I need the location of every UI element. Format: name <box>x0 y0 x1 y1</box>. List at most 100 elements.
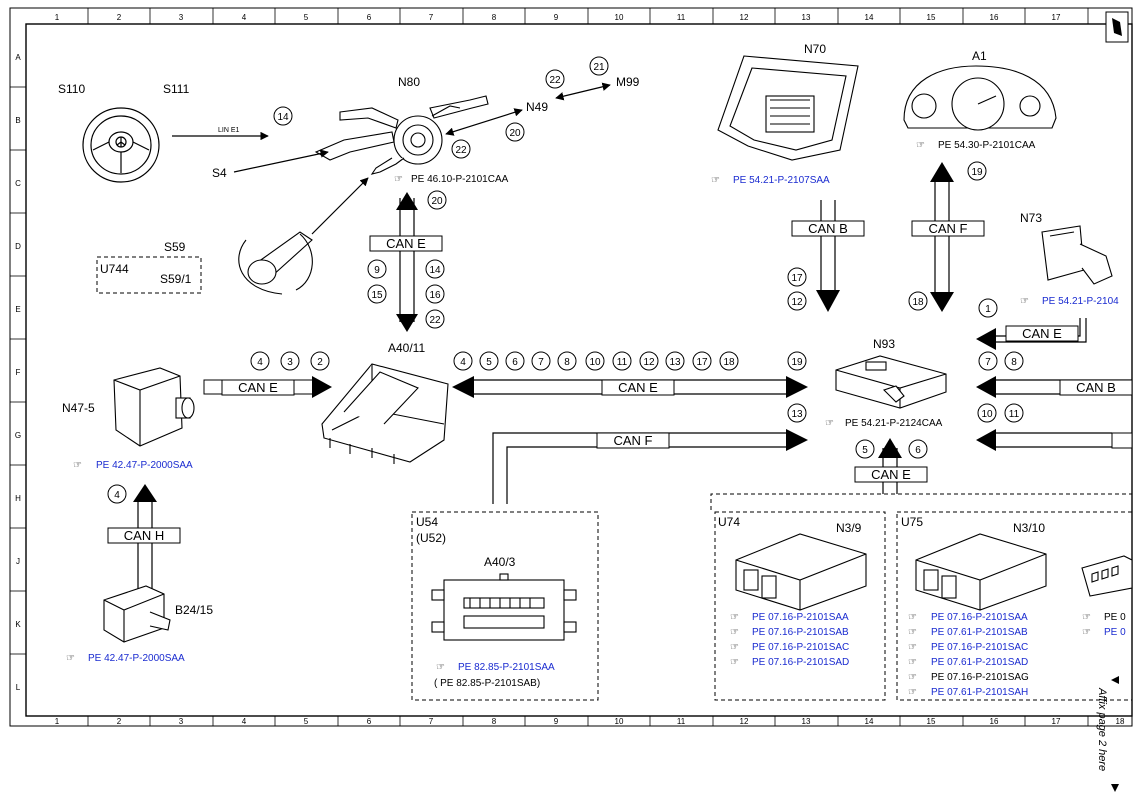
hand-ref-icon: ☞ <box>711 175 720 186</box>
col-label: 2 <box>117 13 122 22</box>
label-a40-11: A40/11 <box>388 341 425 355</box>
label-s59: S59 <box>164 240 186 254</box>
hand-ref-icon: ☞ <box>73 460 82 471</box>
col-label: 16 <box>990 13 999 22</box>
ref-link[interactable]: PE 07.61-P-2101SAH <box>931 687 1028 698</box>
label-n70: N70 <box>804 42 826 56</box>
circled-number: 13 <box>787 403 807 423</box>
sheet-frame <box>9 7 1133 727</box>
col-label: 9 <box>554 717 559 726</box>
svg-text:11: 11 <box>1009 409 1020 420</box>
svg-text:10: 10 <box>589 357 601 368</box>
svg-text:4: 4 <box>114 490 120 501</box>
circled-number: 4 <box>107 484 127 504</box>
bus-label: CAN F <box>614 433 653 448</box>
svg-text:13: 13 <box>669 357 681 368</box>
engine-ecu-icon <box>915 533 1047 611</box>
arrow-head <box>312 376 332 398</box>
label-n3-10: N3/10 <box>1013 521 1045 535</box>
col-label: 11 <box>677 13 686 22</box>
svg-text:14: 14 <box>277 112 289 123</box>
col-label: 12 <box>740 717 749 726</box>
circled-number: 9 <box>367 259 387 279</box>
ref-n73[interactable]: PE 54.21-P-2104 <box>1042 296 1119 307</box>
arrow-head <box>452 376 474 398</box>
svg-text:17: 17 <box>696 357 708 368</box>
label-u54: U54 <box>416 515 438 529</box>
svg-text:11: 11 <box>617 357 628 368</box>
circled-number: 7 <box>978 351 998 371</box>
ref-a40-3[interactable]: PE 82.85-P-2101SAA <box>458 662 555 673</box>
hand-ref-icon: ☞ <box>1082 612 1091 623</box>
svg-text:13: 13 <box>791 409 803 420</box>
circled-number: 19 <box>787 351 807 371</box>
row-label: E <box>15 305 20 314</box>
circled-number: 13 <box>665 351 685 371</box>
circled-number: 17 <box>787 267 807 287</box>
ref-link[interactable]: PE 07.61-P-2101SAB <box>931 627 1028 638</box>
circled-number: 17 <box>692 351 712 371</box>
ref-link[interactable]: PE 07.16-P-2101SAC <box>752 642 849 653</box>
ref-cut: PE 0 <box>1104 612 1126 623</box>
label-n93: N93 <box>873 337 895 351</box>
label-n73: N73 <box>1020 211 1042 225</box>
col-label: 1 <box>55 13 60 22</box>
circled-number: 18 <box>908 291 928 311</box>
label-n49: N49 <box>526 100 548 114</box>
circled-number: 2 <box>310 351 330 371</box>
head-unit-icon <box>321 363 449 464</box>
ref-cut-link[interactable]: PE 0 <box>1104 627 1126 638</box>
svg-text:4: 4 <box>460 357 466 368</box>
svg-text:19: 19 <box>791 357 803 368</box>
svg-text:19: 19 <box>971 167 983 178</box>
circled-number: 1 <box>978 298 998 318</box>
steering-column-switch-icon <box>314 95 489 175</box>
circled-number: 19 <box>967 161 987 181</box>
svg-text:17: 17 <box>791 273 803 284</box>
bus-box <box>221 379 295 396</box>
col-label: 17 <box>1052 717 1061 726</box>
ref-n70[interactable]: PE 54.21-P-2107SAA <box>733 175 830 186</box>
s4-arrow <box>233 149 329 173</box>
circled-number: 15 <box>367 284 387 304</box>
label-s110: S110 <box>58 82 85 96</box>
col-label: 8 <box>492 717 497 726</box>
ref-link[interactable]: PE 07.16-P-2101SAA <box>931 612 1028 623</box>
label-u52: (U52) <box>416 531 446 545</box>
ref-b24-15[interactable]: PE 42.47-P-2000SAA <box>88 653 185 664</box>
svg-text:3: 3 <box>287 357 293 368</box>
circled-number: 11 <box>612 351 632 371</box>
n80-n49-arrow <box>445 108 523 136</box>
ref-link[interactable]: PE 07.16-P-2101SAA <box>752 612 849 623</box>
hand-ref-icon: ☞ <box>730 642 739 653</box>
ref-link[interactable]: PE 07.16-P-2101SAB <box>752 627 849 638</box>
bus-label: CAN E <box>386 236 426 251</box>
label-n3-9: N3/9 <box>836 521 862 535</box>
svg-text:18: 18 <box>912 297 924 308</box>
ref-link[interactable]: PE 07.61-P-2101SAD <box>931 657 1028 668</box>
bus-label: CAN F <box>929 221 968 236</box>
ref-n47-5[interactable]: PE 42.47-P-2000SAA <box>96 460 193 471</box>
circled-number: 8 <box>557 351 577 371</box>
col-label: 6 <box>367 717 372 726</box>
bus-label: CAN E <box>238 380 278 395</box>
ref-link[interactable]: PE 07.16-P-2101SAC <box>931 642 1028 653</box>
circled-number: 5 <box>855 439 875 459</box>
connector-icon <box>1081 555 1133 597</box>
ref-link[interactable]: PE 07.16-P-2101SAD <box>752 657 849 668</box>
circled-number: 16 <box>425 284 445 304</box>
col-label: 3 <box>179 13 184 22</box>
bus-box <box>596 432 670 449</box>
svg-text:5: 5 <box>862 445 868 456</box>
svg-text:8: 8 <box>564 357 570 368</box>
col-label: 13 <box>802 13 811 22</box>
hand-ref-icon: ☞ <box>908 612 917 623</box>
col-label: 4 <box>242 13 247 22</box>
svg-text:16: 16 <box>429 290 441 301</box>
arrow-head <box>786 429 808 451</box>
hand-ref-icon: ☞ <box>1082 627 1091 638</box>
bus-box <box>911 220 985 237</box>
circled-number: 10 <box>977 403 997 423</box>
col-label: 1 <box>55 717 60 726</box>
col-label: 3 <box>179 717 184 726</box>
